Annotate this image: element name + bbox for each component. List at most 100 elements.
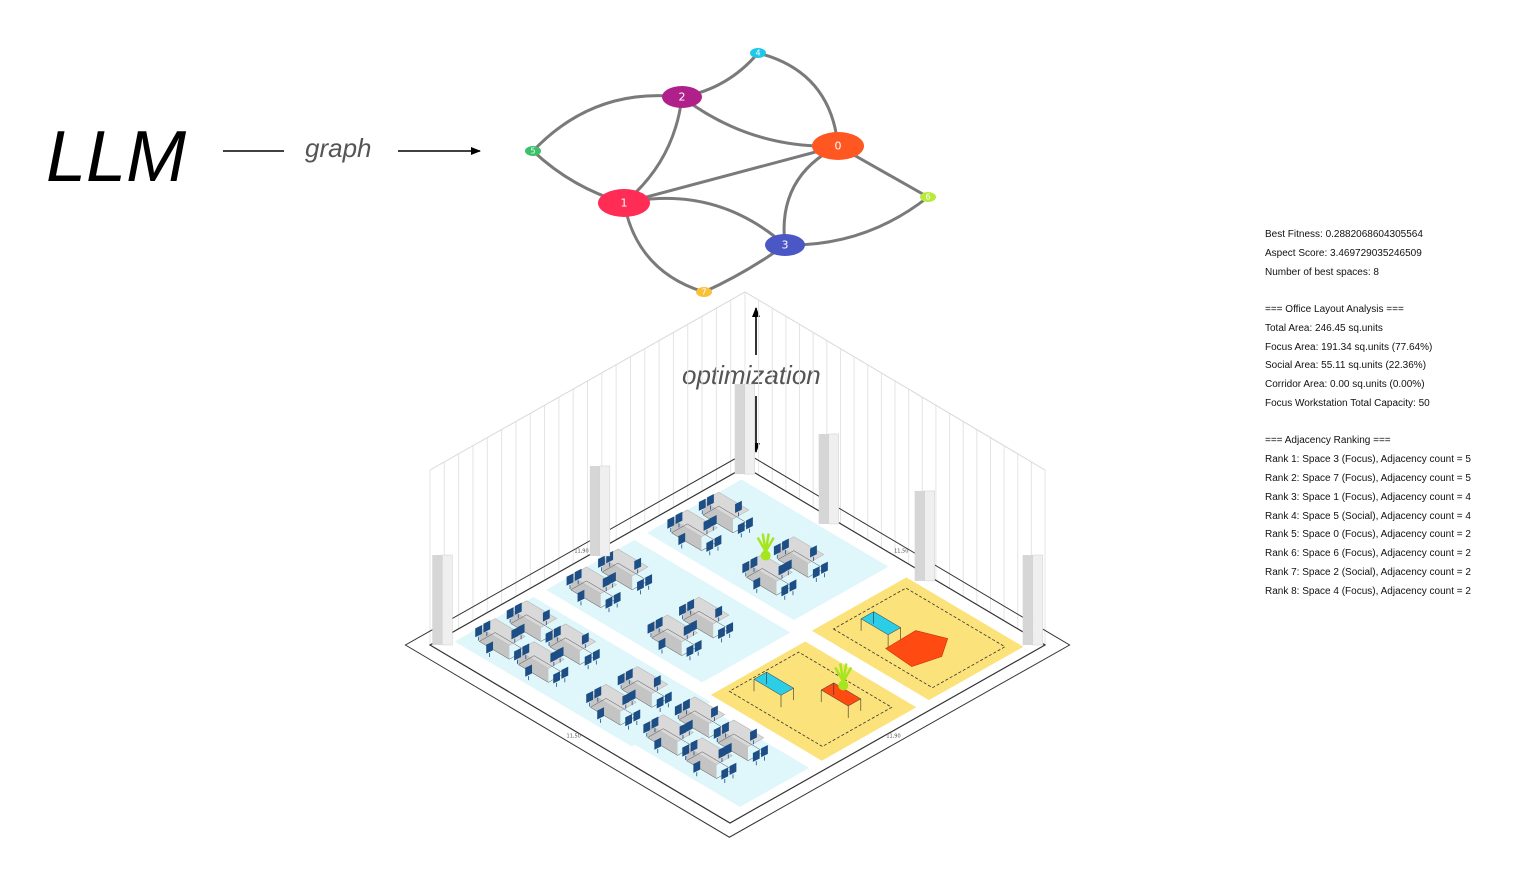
- graph-node-4: 4: [750, 48, 766, 58]
- chair: [517, 623, 525, 640]
- graph-node-3: 3: [765, 234, 805, 256]
- graph-node-label: 6: [925, 193, 930, 202]
- chair: [686, 644, 694, 661]
- chair: [761, 744, 768, 761]
- chair: [789, 579, 797, 596]
- chair: [742, 560, 750, 577]
- chair: [694, 639, 702, 656]
- chair: [577, 589, 585, 606]
- ranking-item: Rank 2: Space 7 (Focus), Adjacency count…: [1265, 472, 1471, 484]
- chair: [656, 696, 664, 712]
- chair: [643, 721, 651, 737]
- chair: [737, 521, 745, 538]
- chair: [566, 573, 574, 590]
- chair: [726, 622, 734, 638]
- graph-node-label: 4: [755, 49, 760, 58]
- ranking-item: Rank 3: Space 1 (Focus), Adjacency count…: [1265, 491, 1471, 503]
- chair: [724, 742, 732, 759]
- analysis-header: === Office Layout Analysis ===: [1265, 303, 1404, 315]
- chair: [685, 719, 693, 736]
- column-face: [442, 554, 453, 646]
- column-face: [432, 555, 443, 645]
- plant-pot: [760, 550, 771, 561]
- chair: [525, 664, 533, 681]
- chair: [821, 561, 828, 578]
- best-fitness-text: Best Fitness: 0.2882068604305564: [1265, 229, 1423, 240]
- graph-node-2: 2: [662, 86, 702, 108]
- desk-cluster: [682, 737, 737, 784]
- chair: [664, 691, 672, 708]
- graph-label: graph: [305, 133, 372, 163]
- chair: [617, 673, 625, 689]
- focus-area-text: Focus Area: 191.34 sq.units (77.64%): [1265, 341, 1433, 353]
- chair: [653, 675, 661, 691]
- chair: [522, 643, 530, 660]
- chair: [594, 686, 602, 702]
- column-face: [828, 433, 839, 525]
- chair: [750, 556, 758, 572]
- chair: [698, 498, 706, 515]
- corridor-area-text: Corridor Area: 0.00 sq.units (0.00%): [1265, 379, 1425, 391]
- dimension-label: 11,90: [574, 548, 588, 554]
- total-area-text: Total Area: 246.45 sq.units: [1265, 322, 1383, 334]
- chair: [781, 584, 789, 600]
- plant: [834, 663, 853, 691]
- graph-edge: [681, 95, 839, 148]
- structural-column: [818, 433, 839, 525]
- graph-node-label: 0: [835, 140, 842, 153]
- chair: [545, 630, 553, 646]
- lounge-sofa: [885, 630, 949, 667]
- chair: [553, 625, 561, 642]
- chair: [514, 648, 522, 664]
- desk-cluster: [679, 596, 734, 643]
- chair: [718, 626, 725, 643]
- graph-node-1: 1: [598, 189, 650, 217]
- chair: [721, 767, 729, 784]
- chair: [561, 666, 569, 683]
- plant-leaf: [764, 536, 775, 553]
- structural-column: [432, 554, 453, 646]
- graph-edge: [623, 96, 684, 205]
- desk-cluster: [617, 666, 672, 712]
- ranking-item: Rank 6: Space 6 (Focus), Adjacency count…: [1265, 548, 1471, 560]
- dimension-label: 11,90: [886, 734, 900, 740]
- graph-node-label: 2: [679, 91, 686, 104]
- dimension-label: 11,50: [894, 548, 908, 554]
- plant: [756, 533, 775, 561]
- chair: [715, 605, 723, 622]
- chair: [707, 493, 714, 510]
- spacer: [1265, 282, 1515, 301]
- chair: [709, 514, 717, 531]
- chair: [729, 762, 737, 779]
- chair: [553, 671, 561, 687]
- graph-node-ellipse: [765, 234, 805, 256]
- graph-node-ellipse: [920, 192, 936, 202]
- column-face: [589, 466, 600, 556]
- chair: [574, 568, 582, 585]
- desk-cluster: [773, 536, 828, 582]
- chair: [690, 739, 698, 756]
- chair: [628, 689, 636, 706]
- graph-node-ellipse: [812, 132, 864, 160]
- graph-edges: [531, 51, 929, 294]
- chair: [678, 532, 686, 549]
- chair: [609, 571, 616, 588]
- graph-node-ellipse: [696, 287, 712, 297]
- graph-node-0: 0: [812, 132, 864, 160]
- chair: [675, 511, 683, 528]
- graph-node-6: 6: [920, 192, 936, 202]
- graph-edge: [782, 144, 839, 246]
- graph-edge: [784, 195, 929, 247]
- structural-column: [914, 490, 935, 582]
- chair: [773, 543, 781, 559]
- chair: [679, 603, 686, 620]
- desk-cluster: [647, 614, 702, 661]
- graph-node-ellipse: [750, 48, 766, 58]
- social-table: [860, 611, 902, 647]
- desk-cluster: [698, 491, 753, 538]
- chair: [693, 760, 701, 777]
- ranking-header: === Adjacency Ranking ===: [1265, 435, 1391, 447]
- column-face: [1032, 554, 1043, 646]
